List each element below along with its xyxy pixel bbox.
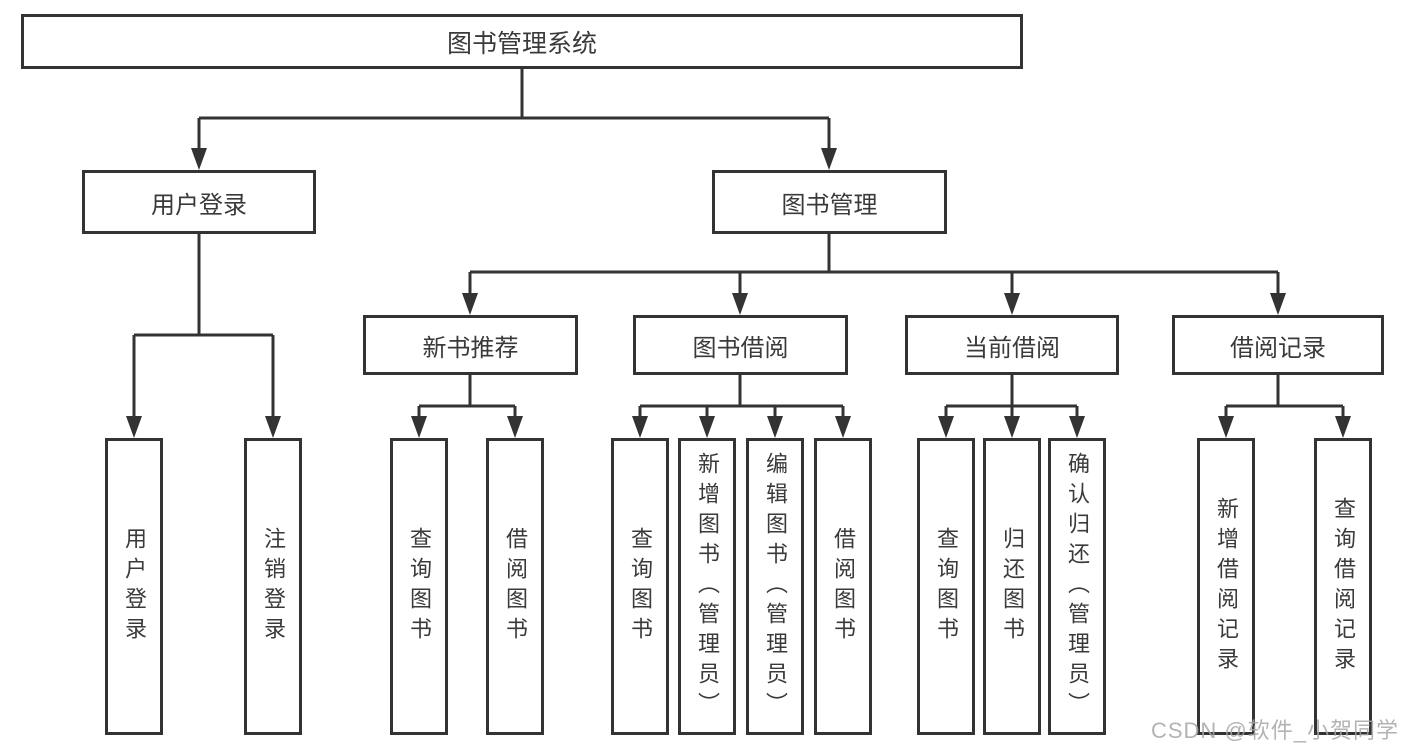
leaf-br-add-record-label: 新增借阅记录 <box>1214 496 1239 677</box>
watermark: CSDN @软件_小贺同学 <box>1150 718 1399 743</box>
flow-arrowheads <box>126 148 1351 438</box>
leaf-br-query-record-label: 查询借阅记录 <box>1331 496 1356 677</box>
leaf-cb-confirm-return-admin-label: 确认归还（管理员） <box>1065 451 1090 722</box>
leaf-nbr-borrow-books-label: 借阅图书 <box>503 526 528 647</box>
leaf-bb-add-book-admin: 新增图书（管理员） <box>678 438 736 735</box>
node-book-borrowing: 图书借阅 <box>633 315 848 375</box>
leaf-cb-confirm-return-admin: 确认归还（管理员） <box>1048 438 1106 735</box>
leaf-cb-query-books: 查询图书 <box>917 438 975 735</box>
leaf-nbr-borrow-books: 借阅图书 <box>486 438 544 735</box>
leaf-cb-return-books-label: 归还图书 <box>1000 526 1025 647</box>
leaf-logout-label: 注销登录 <box>261 526 286 647</box>
node-user-login-label: 用户登录 <box>151 191 247 219</box>
node-new-book-rec-label: 新书推荐 <box>422 334 519 362</box>
node-current-borrowing-label: 当前借阅 <box>964 334 1060 362</box>
node-book-borrowing-label: 图书借阅 <box>692 334 789 362</box>
node-book-management-label: 图书管理 <box>781 191 878 219</box>
leaf-bb-query-books-label: 查询图书 <box>628 526 653 647</box>
leaf-cb-query-books-label: 查询图书 <box>934 526 959 647</box>
leaf-bb-add-book-admin-label: 新增图书（管理员） <box>695 451 720 722</box>
leaf-br-query-record: 查询借阅记录 <box>1314 438 1372 735</box>
node-new-book-rec: 新书推荐 <box>363 315 578 375</box>
leaf-user-login-label: 用户登录 <box>122 526 147 647</box>
leaf-logout: 注销登录 <box>244 438 302 735</box>
leaf-bb-borrow-books-label: 借阅图书 <box>831 526 856 647</box>
leaf-br-add-record: 新增借阅记录 <box>1197 438 1255 735</box>
leaf-nbr-query-books-label: 查询图书 <box>407 526 432 647</box>
leaf-bb-query-books: 查询图书 <box>611 438 669 735</box>
leaf-bb-edit-book-admin: 编辑图书（管理员） <box>746 438 804 735</box>
node-borrowing-records: 借阅记录 <box>1172 315 1384 375</box>
leaf-cb-return-books: 归还图书 <box>983 438 1041 735</box>
leaf-bb-edit-book-admin-label: 编辑图书（管理员） <box>763 451 788 722</box>
leaf-nbr-query-books: 查询图书 <box>390 438 448 735</box>
node-borrowing-records-label: 借阅记录 <box>1230 334 1326 362</box>
node-root-label: 图书管理系统 <box>446 29 597 58</box>
leaf-bb-borrow-books: 借阅图书 <box>814 438 872 735</box>
node-root: 图书管理系统 <box>21 14 1023 69</box>
node-user-login: 用户登录 <box>82 170 316 234</box>
node-current-borrowing: 当前借阅 <box>905 315 1119 375</box>
flow-lines <box>132 67 1345 418</box>
node-book-management: 图书管理 <box>712 170 947 234</box>
leaf-user-login: 用户登录 <box>105 438 163 735</box>
